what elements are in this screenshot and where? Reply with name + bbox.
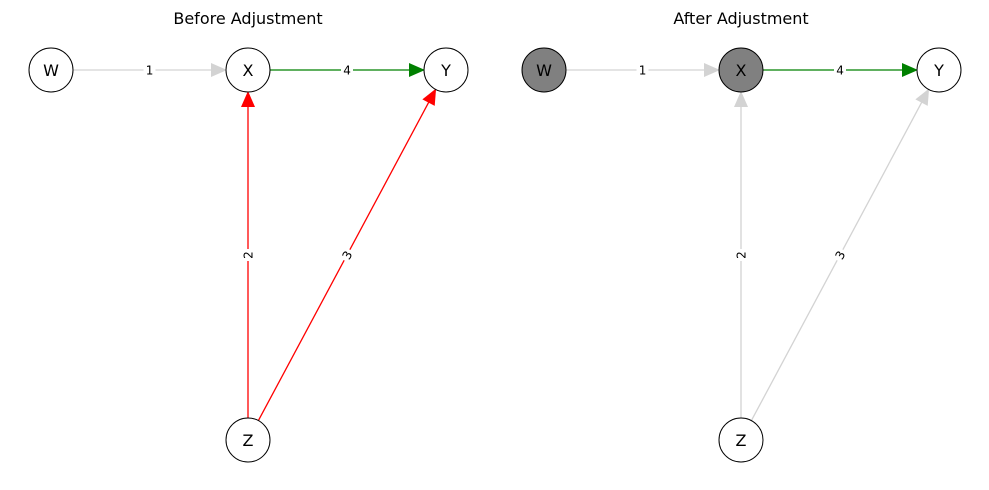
node-label: Y — [440, 61, 451, 80]
edge-z-y: 3 — [750, 88, 930, 421]
edge-label-group: 3 — [830, 245, 850, 264]
edge-x-y: 4 — [763, 62, 918, 78]
edge-label-background — [834, 62, 846, 77]
node-label: Y — [933, 61, 944, 80]
node-circle — [423, 47, 469, 93]
node-circle — [225, 47, 271, 93]
edge-label-group: 3 — [337, 245, 357, 264]
node-x: X — [225, 47, 271, 93]
node-circle — [916, 47, 962, 93]
node-z: Z — [225, 417, 271, 463]
edge-label-group: 4 — [341, 62, 353, 78]
edge-line — [750, 100, 924, 421]
edge-z-y: 3 — [257, 88, 437, 421]
arrowhead — [915, 88, 930, 106]
arrowhead — [902, 63, 918, 77]
node-label: W — [43, 61, 59, 80]
edge-label: 4 — [836, 64, 844, 78]
edge-w-x: 1 — [566, 62, 720, 78]
edges-layer: 1 4 2 3 — [566, 62, 930, 421]
node-label: W — [536, 61, 552, 80]
edge-label: 2 — [735, 251, 749, 259]
after-adjustment-panel: After Adjustment 1 4 2 3 W X Y Z — [521, 9, 962, 463]
edge-label-background — [636, 62, 649, 77]
panel-title: Before Adjustment — [173, 9, 322, 28]
edge-label: 1 — [146, 64, 154, 78]
node-y: Y — [916, 47, 962, 93]
node-label: X — [736, 61, 747, 80]
panel-title: After Adjustment — [673, 9, 808, 28]
node-circle — [28, 47, 74, 93]
edge-label-group: 2 — [240, 249, 256, 261]
before-adjustment-panel: Before Adjustment 1 4 2 3 W X Y Z — [28, 9, 469, 463]
nodes-layer: W X Y Z — [28, 47, 469, 463]
node-y: Y — [423, 47, 469, 93]
node-circle — [718, 417, 764, 463]
node-w: W — [521, 47, 567, 93]
edge-label: 4 — [343, 64, 351, 78]
arrowhead — [241, 91, 255, 107]
edge-line — [257, 100, 431, 421]
node-circle — [225, 417, 271, 463]
arrowhead — [409, 63, 425, 77]
arrowhead — [422, 88, 437, 106]
edge-label-background — [733, 249, 748, 261]
edge-label-background — [341, 62, 353, 77]
arrowhead — [211, 63, 227, 77]
node-label: X — [243, 61, 254, 80]
node-circle — [718, 47, 764, 93]
node-z: Z — [718, 417, 764, 463]
arrowhead — [704, 63, 720, 77]
node-circle — [521, 47, 567, 93]
edge-label: 1 — [639, 64, 647, 78]
edge-label-group: 1 — [636, 62, 649, 78]
edge-z-x: 2 — [733, 91, 749, 418]
nodes-layer: W X Y Z — [521, 47, 962, 463]
edge-label-background — [143, 62, 156, 77]
edge-label-group: 4 — [834, 62, 846, 78]
edge-w-x: 1 — [73, 62, 227, 78]
edge-label-background — [830, 245, 850, 264]
node-label: Z — [243, 431, 254, 450]
edge-label-background — [240, 249, 255, 261]
edge-label: 2 — [242, 251, 256, 259]
node-label: Z — [736, 431, 747, 450]
edge-z-x: 2 — [240, 91, 256, 418]
node-x: X — [718, 47, 764, 93]
edges-layer: 1 4 2 3 — [73, 62, 437, 421]
edge-label-background — [337, 245, 357, 264]
node-w: W — [28, 47, 74, 93]
arrowhead — [734, 91, 748, 107]
edge-label-group: 1 — [143, 62, 156, 78]
edge-x-y: 4 — [270, 62, 425, 78]
edge-label-group: 2 — [733, 249, 749, 261]
